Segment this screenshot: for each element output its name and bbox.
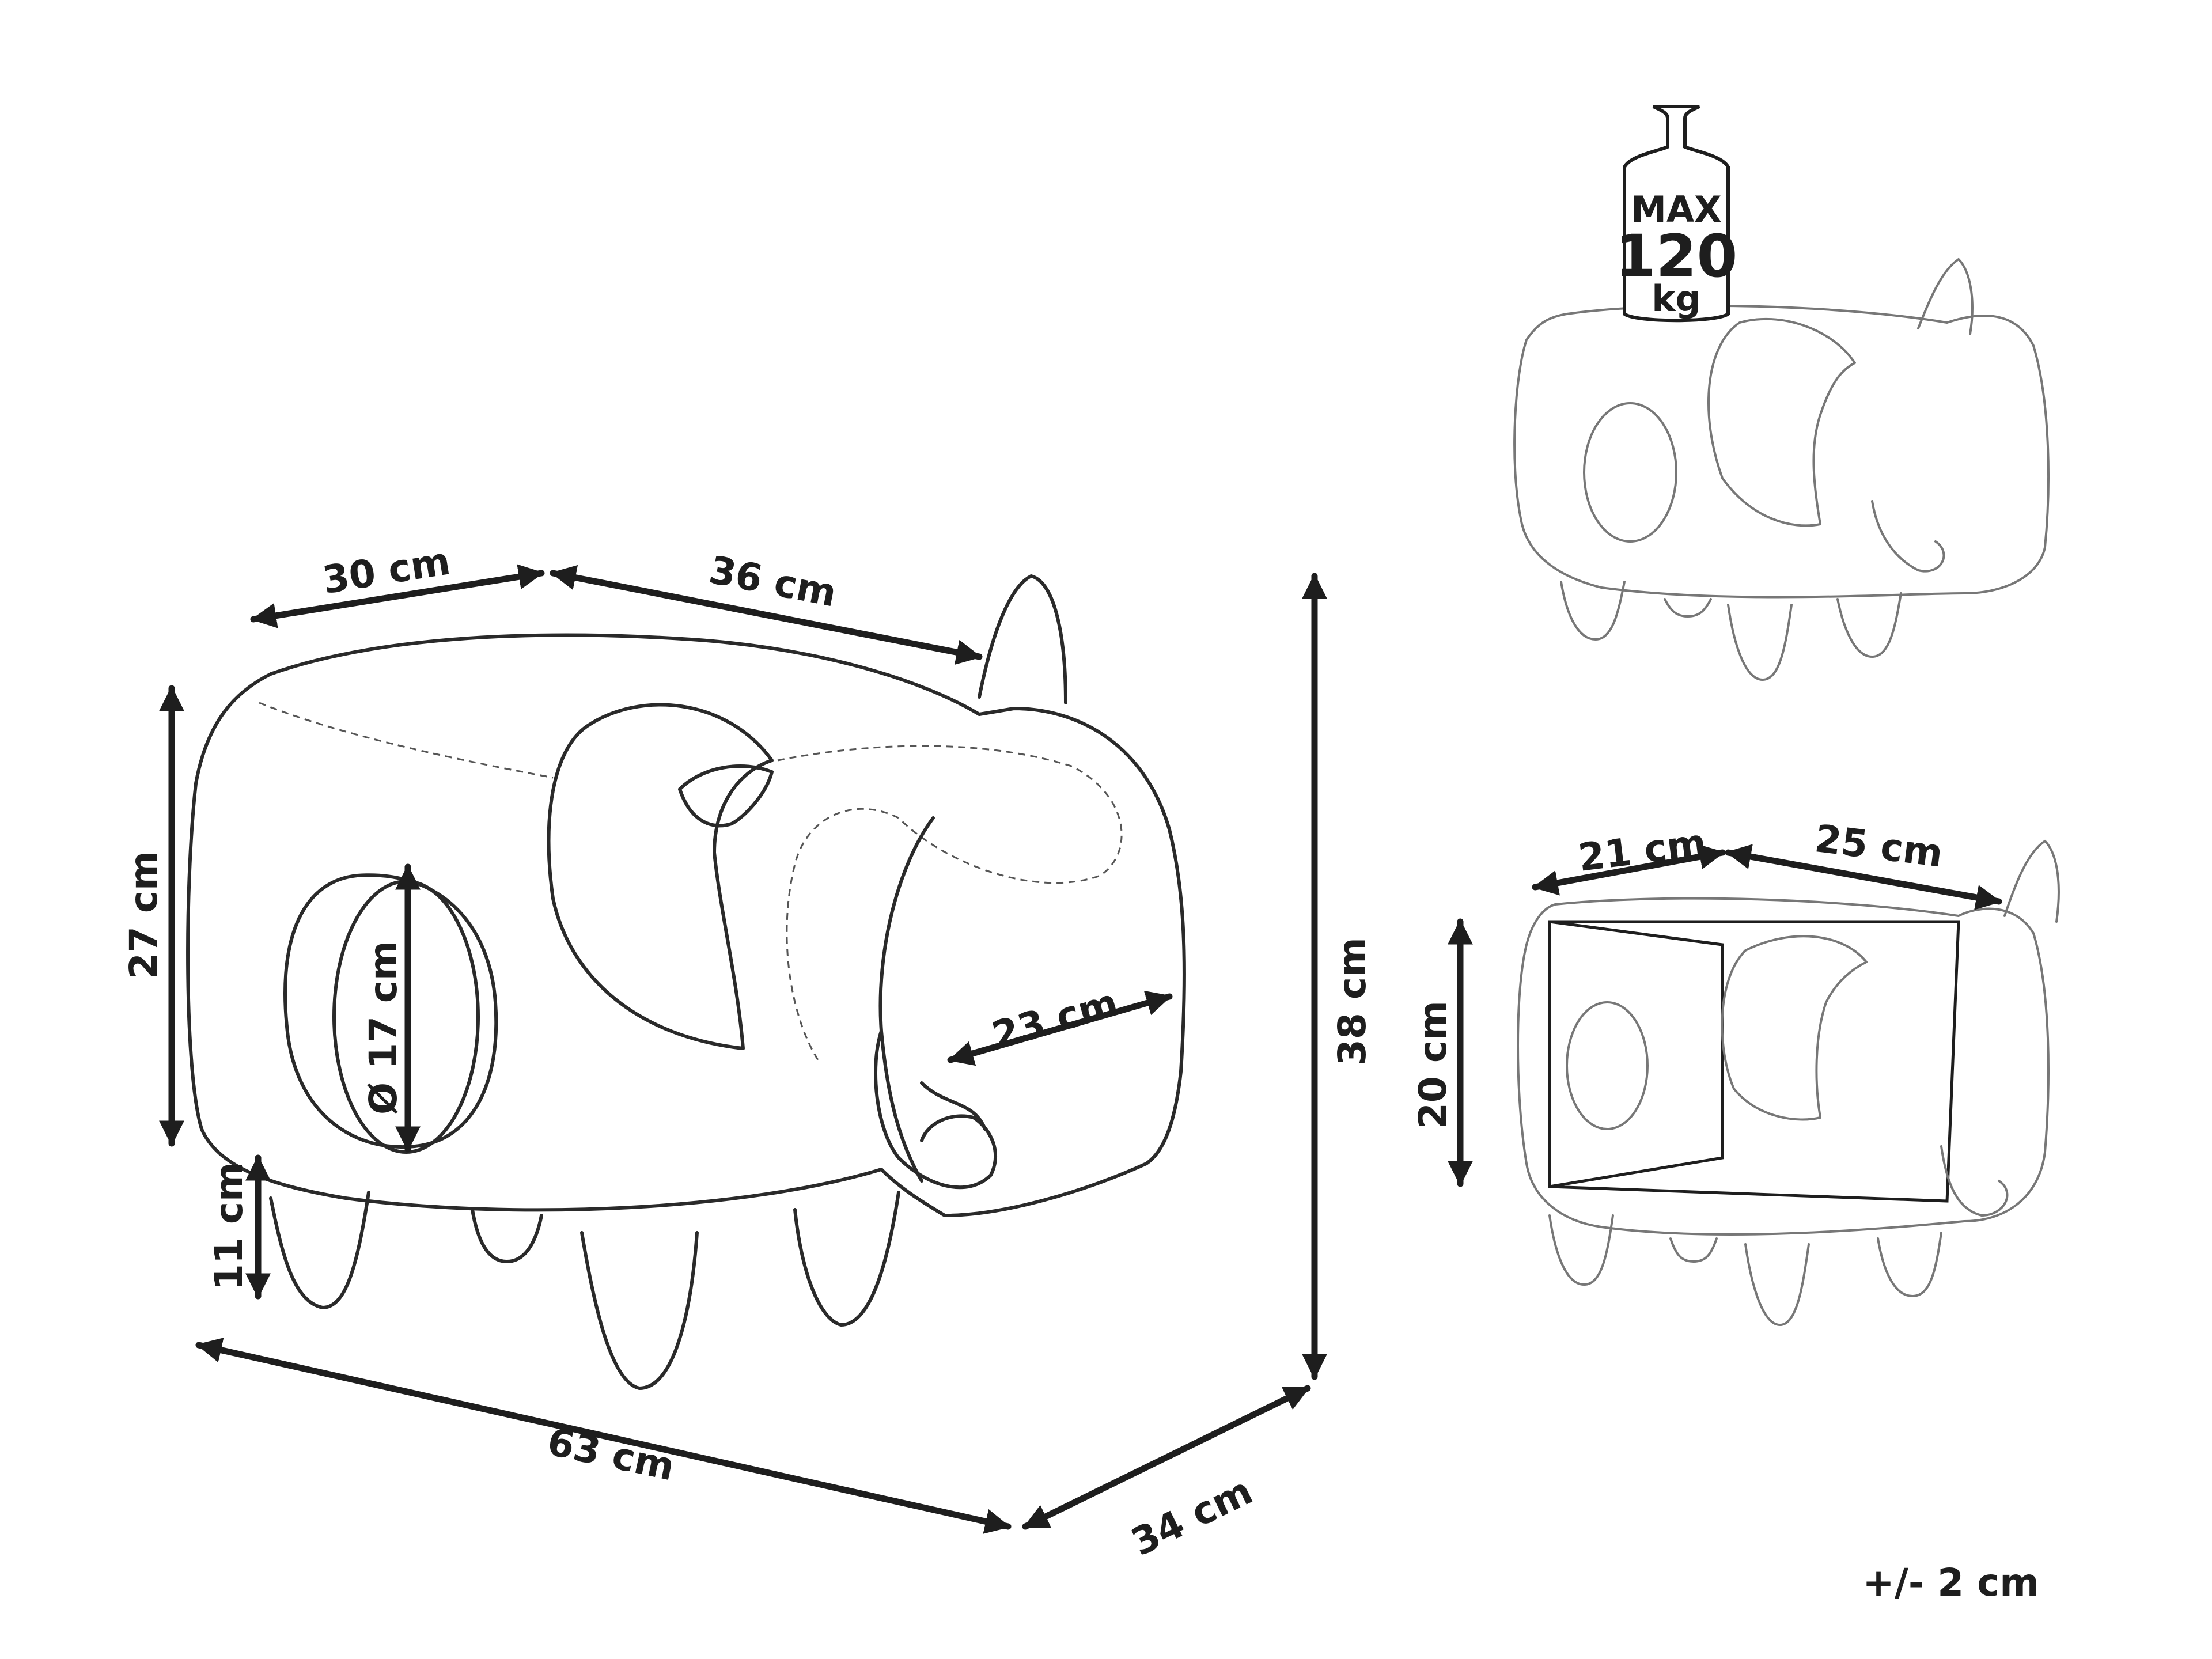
main-leg-back-right (793, 1191, 900, 1327)
main-trunk-curl (920, 1081, 987, 1131)
inner-length-arrow (1725, 844, 2002, 910)
weight-unit-label: kg (1652, 278, 1701, 320)
storage-leg-4 (1877, 1232, 1942, 1297)
storage-inner-cavity (1548, 920, 1960, 1203)
load-leg-3 (1727, 604, 1793, 681)
load-body-outline (1513, 304, 2050, 599)
total-depth-arrow (1022, 1385, 1311, 1530)
storage-body-outline (1517, 897, 2050, 1236)
main-dimension-labels: 30 cm 36 cm 27 cm Ø 17 cm 23 cm 11 cm 38… (122, 539, 1374, 1565)
storage-elephant-drawing (1517, 840, 2060, 1326)
load-ear-tip (1917, 258, 1974, 335)
main-top-seam (259, 702, 554, 779)
load-side-hole (1583, 402, 1677, 543)
main-head-contour (878, 816, 935, 1183)
weight-value-label: 120 (1615, 222, 1738, 291)
storage-leg-2 (1669, 1237, 1718, 1263)
body-height-label: 27 cm (122, 851, 166, 979)
inner-length-label: 25 cm (1812, 816, 1945, 876)
storage-side-hole (1566, 1001, 1649, 1130)
load-leg-1 (1560, 581, 1626, 641)
inner-height-label: 20 cm (1411, 1001, 1455, 1129)
head-length-arrow (550, 565, 983, 665)
inner-width-arrow (1532, 844, 1726, 896)
load-leg-4 (1836, 592, 1902, 658)
storage-cavity-back (1549, 920, 1724, 1188)
main-body-outline (186, 633, 1186, 1217)
trunk-length-arrow (947, 990, 1173, 1066)
main-leg-front-left (269, 1191, 370, 1309)
storage-ear (1721, 935, 1868, 1121)
load-leg-2 (1664, 598, 1712, 618)
main-dimension-arrows (159, 564, 1327, 1534)
tolerance-note: +/- 2 cm (1862, 1560, 2039, 1605)
trunk-length-label: 23 cm (987, 980, 1123, 1058)
storage-leg-3 (1744, 1243, 1810, 1326)
main-trunk (874, 1029, 997, 1190)
total-length-arrow (195, 1338, 1012, 1534)
storage-trunk (1940, 1145, 2009, 1217)
total-length-label: 63 cm (544, 1419, 679, 1490)
main-elephant-drawing (186, 574, 1186, 1390)
seat-width-arrow (250, 564, 545, 628)
main-head-seam (777, 745, 1123, 1060)
main-ear-tip (978, 574, 1067, 704)
main-leg-back-left (471, 1208, 543, 1263)
storage-leg-1 (1548, 1214, 1614, 1286)
weight-max-label: MAX (1631, 188, 1721, 230)
main-leg-front-right (580, 1231, 699, 1390)
main-ear (547, 703, 774, 1050)
load-trunk (1871, 500, 1945, 573)
storage-dimension-arrows (1448, 844, 2002, 1187)
leg-height-label: 11 cm (207, 1162, 251, 1290)
storage-ear-tip (2003, 840, 2060, 923)
weight-icon (1623, 105, 1730, 323)
total-height-label: 38 cm (1330, 937, 1374, 1066)
load-elephant-drawing: MAX 120 kg (1513, 105, 2050, 681)
load-ear (1707, 317, 1856, 527)
main-ear-fold (678, 764, 774, 828)
hole-diameter-label: Ø 17 cm (361, 941, 406, 1115)
storage-dimension-labels: 21 cm 25 cm 20 cm (1411, 816, 1945, 1129)
inner-width-label: 21 cm (1576, 820, 1709, 880)
total-depth-label: 34 cm (1124, 1468, 1259, 1565)
